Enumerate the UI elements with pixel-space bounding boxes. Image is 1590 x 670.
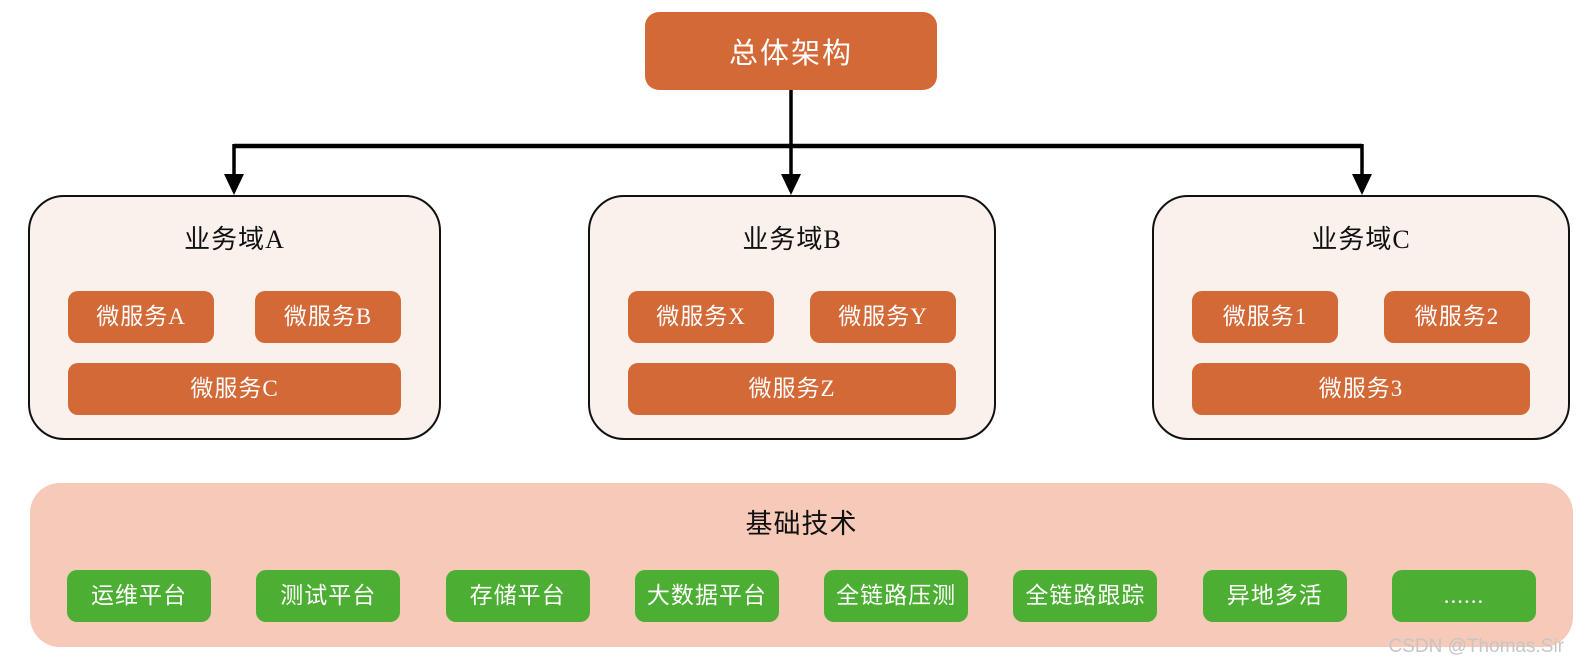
domain-b-service-row: 微服务X 微服务Y <box>628 291 956 343</box>
domain-a-title: 业务域A <box>184 225 285 254</box>
arrowhead-domain-b <box>781 174 801 195</box>
arrowhead-domain-a <box>224 174 244 195</box>
platform-node: 测试平台 <box>256 570 401 622</box>
service-node: 微服务A <box>68 291 214 343</box>
platform-node: 全链路跟踪 <box>1013 570 1158 622</box>
foundation-panel: 基础技术 运维平台 测试平台 存储平台 大数据平台 全链路压测 全链路跟踪 异地… <box>30 483 1573 647</box>
domain-card-a: 业务域A 微服务A 微服务B 微服务C <box>28 195 441 440</box>
service-node: 微服务B <box>255 291 401 343</box>
platform-node: 全链路压测 <box>824 570 969 622</box>
domain-card-c: 业务域C 微服务1 微服务2 微服务3 <box>1152 195 1570 440</box>
platform-node: 运维平台 <box>67 570 211 622</box>
platform-node: ...... <box>1391 570 1536 622</box>
root-node-overall-architecture: 总体架构 <box>645 12 937 90</box>
platform-node: 大数据平台 <box>634 570 779 622</box>
domain-c-service-row: 微服务1 微服务2 <box>1192 291 1530 343</box>
service-node: 微服务3 <box>1192 363 1530 415</box>
arrowhead-domain-c <box>1352 174 1372 195</box>
domain-card-b: 业务域B 微服务X 微服务Y 微服务Z <box>588 195 996 440</box>
service-node: 微服务1 <box>1192 291 1338 343</box>
service-node: 微服务X <box>628 291 774 343</box>
domain-a-service-row: 微服务A 微服务B <box>68 291 401 343</box>
watermark-text: CSDN @Thomas.Sir <box>1388 636 1564 657</box>
foundation-platform-row: 运维平台 测试平台 存储平台 大数据平台 全链路压测 全链路跟踪 异地多活 ..… <box>67 570 1536 622</box>
foundation-title: 基础技术 <box>745 509 858 539</box>
service-node: 微服务C <box>68 363 401 415</box>
domain-b-title: 业务域B <box>742 225 842 254</box>
service-node: 微服务2 <box>1384 291 1530 343</box>
service-node: 微服务Y <box>810 291 956 343</box>
platform-node: 存储平台 <box>445 570 590 622</box>
root-node-label: 总体架构 <box>728 38 853 70</box>
domain-c-title: 业务域C <box>1311 225 1411 254</box>
service-node: 微服务Z <box>628 363 956 415</box>
platform-node: 异地多活 <box>1202 570 1347 622</box>
